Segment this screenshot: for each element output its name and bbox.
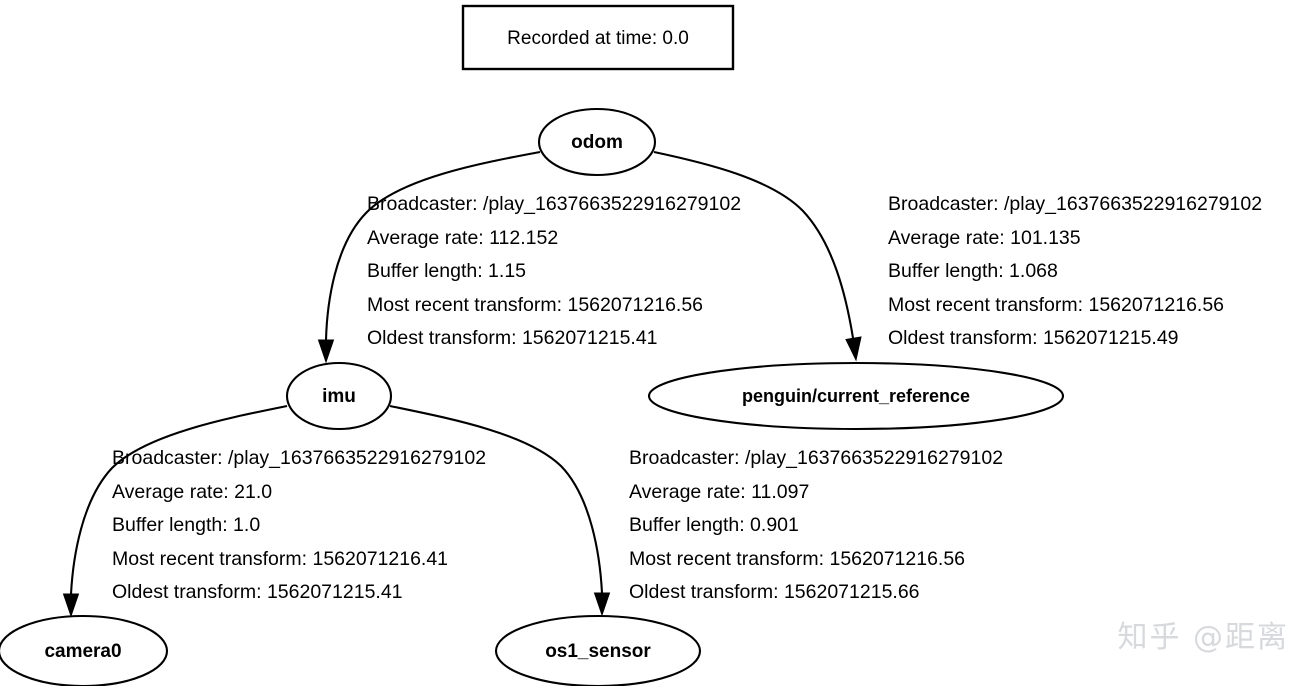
- edge-label-imu-to-os1_sensor: Broadcaster: /play_1637663522916279102 A…: [629, 442, 1003, 610]
- edge-label-line: Broadcaster: /play_1637663522916279102: [888, 193, 1263, 215]
- node-camera0[interactable]: [0, 614, 169, 686]
- recorded-at-time-box: [461, 4, 735, 71]
- edge-odom-to-penguin-arrowhead: [845, 336, 862, 362]
- edge-label-line: Buffer length: 1.068: [888, 260, 1058, 282]
- edge-label-line: Oldest transform: 1562071215.41: [112, 581, 403, 603]
- node-imu-label: imu: [322, 386, 356, 407]
- edge-odom-to-imu-arrowhead: [317, 339, 335, 364]
- edge-label-line: Most recent transform: 1562071216.56: [629, 547, 966, 570]
- edge-imu-to-camera0-arrowhead: [62, 593, 80, 618]
- watermark: 知乎 @距离: [1117, 620, 1289, 655]
- edge-imu-to-camera0: [69, 404, 288, 595]
- edge-label-odom-to-imu: Broadcaster: /play_1637663522916279102 A…: [367, 188, 741, 356]
- edge-label-line: Buffer length: 0.901: [629, 514, 799, 536]
- edge-label-line: Average rate: 112.152: [367, 226, 559, 249]
- edge-label-odom-to-penguin: Broadcaster: /play_1637663522916279102 A…: [888, 188, 1262, 356]
- edge-label-line: Broadcaster: /play_1637663522916279102: [629, 447, 1004, 469]
- edge-label-line: Most recent transform: 1562071216.56: [367, 293, 704, 316]
- edge-imu-to-os1_sensor-arrowhead: [593, 592, 611, 617]
- edge-imu-to-os1_sensor: [389, 404, 604, 594]
- node-os1-sensor[interactable]: [494, 614, 702, 686]
- recorded-at-time-label: Recorded at time: 0.0: [507, 28, 689, 49]
- node-imu[interactable]: [285, 361, 393, 431]
- edge-label-line: Most recent transform: 1562071216.56: [888, 293, 1225, 316]
- node-os1-sensor-label: os1_sensor: [545, 641, 651, 662]
- edge-label-line: Broadcaster: /play_1637663522916279102: [367, 193, 742, 215]
- node-odom[interactable]: [537, 107, 657, 177]
- edge-label-line: Most recent transform: 1562071216.41: [112, 547, 449, 570]
- edge-odom-to-imu: [324, 150, 541, 341]
- edge-odom-to-penguin: [653, 150, 855, 339]
- edge-label-line: Oldest transform: 1562071215.41: [367, 327, 658, 349]
- edge-label-line: Oldest transform: 1562071215.49: [888, 327, 1179, 349]
- edge-label-line: Buffer length: 1.0: [112, 514, 261, 536]
- node-penguin-current-reference[interactable]: [647, 361, 1065, 431]
- edge-label-line: Average rate: 101.135: [888, 226, 1081, 249]
- edge-label-line: Buffer length: 1.15: [367, 260, 527, 282]
- edge-label-line: Oldest transform: 1562071215.66: [629, 581, 920, 603]
- node-odom-label: odom: [571, 132, 623, 153]
- node-penguin-current-reference-label: penguin/current_reference: [742, 386, 970, 406]
- node-camera0-label: camera0: [44, 641, 121, 662]
- edge-label-line: Average rate: 21.0: [112, 480, 273, 503]
- edge-label-imu-to-camera0: Broadcaster: /play_1637663522916279102 A…: [112, 442, 486, 610]
- edge-label-line: Broadcaster: /play_1637663522916279102: [112, 447, 487, 469]
- edge-label-line: Average rate: 11.097: [629, 480, 810, 503]
